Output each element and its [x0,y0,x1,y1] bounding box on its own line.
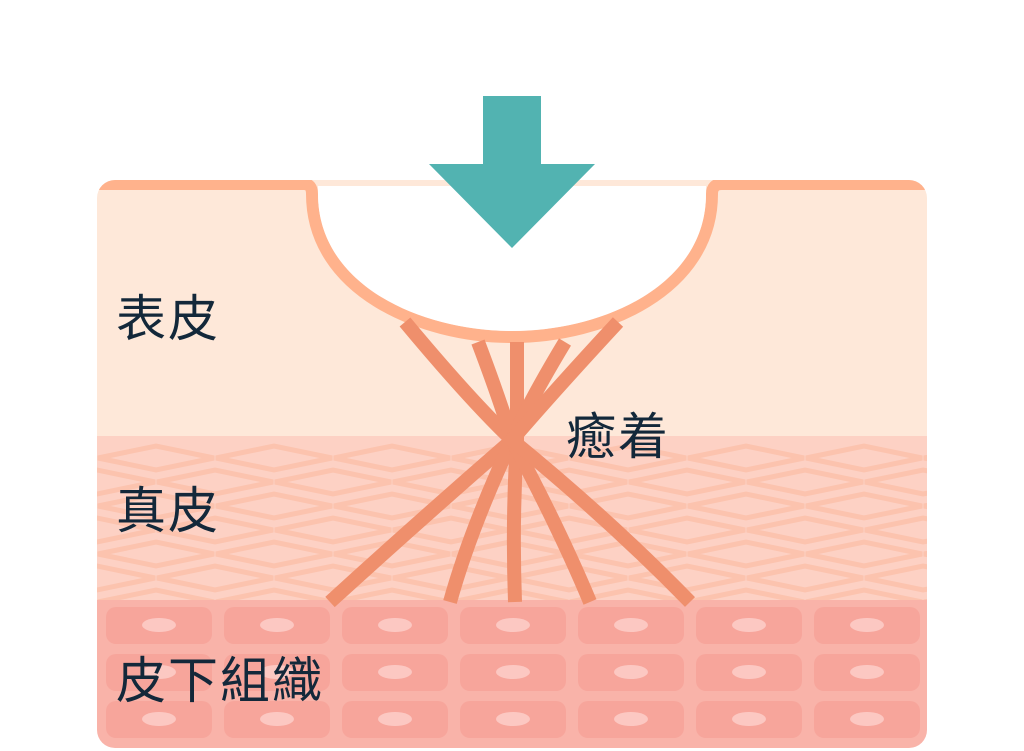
mesh-cell [923,443,927,473]
epidermis-label: 表皮 [116,290,220,348]
mesh-cell [746,515,864,545]
cell-nucleus [850,618,884,632]
cell-nucleus [614,665,648,679]
mesh-cell [97,563,156,593]
mesh-cell [628,515,746,545]
mesh-cell [97,539,215,569]
mesh-cell [0,542,96,566]
cell-nucleus [142,618,176,632]
mesh-cell [746,467,864,497]
subcutaneous-label: 皮下組織 [116,652,324,710]
fiber [502,317,696,607]
mesh-cell [569,443,687,473]
mesh-cell [274,563,392,593]
mesh-cell [333,443,451,473]
mesh-cell [805,443,923,473]
mesh-cell [215,443,333,473]
cell-nucleus [260,665,294,679]
mesh-cell [983,470,1024,494]
cell-nucleus [142,665,176,679]
mesh-cell [97,515,156,545]
mesh-cell [805,491,923,521]
cell-nucleus [850,665,884,679]
cell-nucleus [614,618,648,632]
mesh-cell [510,563,628,593]
mesh-cell [687,539,805,569]
cell-nucleus [496,665,530,679]
fat-cells [106,607,920,738]
cell-nucleus [378,618,412,632]
mesh-cell [0,446,96,470]
mesh-cell [923,491,927,521]
mesh-cell [864,467,927,497]
adhesion-label: 癒着 [566,408,670,466]
mesh-cell [97,491,215,521]
mesh-cell [864,515,927,545]
cell-nucleus [496,618,530,632]
mesh-cell [97,443,215,473]
cell-nucleus [732,618,766,632]
mesh-cell [746,563,864,593]
cell-nucleus [260,618,294,632]
mesh-cell [0,590,96,614]
mesh-cell [628,467,746,497]
cell-nucleus [378,665,412,679]
mesh-cell [215,539,333,569]
mesh-cell [97,467,156,497]
mesh-cell [687,443,805,473]
cell-nucleus [142,712,176,726]
cell-nucleus [260,712,294,726]
down-arrow-icon [429,96,595,248]
cell-nucleus [732,712,766,726]
mesh-cell [156,515,274,545]
mesh-cell [274,515,392,545]
cell-nucleus [732,665,766,679]
mesh-cell [0,494,96,518]
cell-nucleus [496,712,530,726]
adhesion-fibers [325,317,696,608]
mesh-cell [333,491,451,521]
cell-nucleus [378,712,412,726]
skin-surface [97,180,927,344]
mesh-cell [569,539,687,569]
mesh-cell [687,491,805,521]
mesh-cell [923,587,927,617]
mesh-cell [156,563,274,593]
mesh-cell [983,518,1024,542]
mesh-cell [215,491,333,521]
mesh-cell [274,467,392,497]
mesh-cell [923,539,927,569]
fiber [506,342,524,603]
cell-nucleus [850,712,884,726]
mesh-cell [156,467,274,497]
mesh-cell [805,539,923,569]
dermis-label: 真皮 [116,482,220,540]
cell-nucleus [614,712,648,726]
dent-area [318,186,706,331]
mesh-cell [983,566,1024,590]
mesh-cell [864,563,927,593]
